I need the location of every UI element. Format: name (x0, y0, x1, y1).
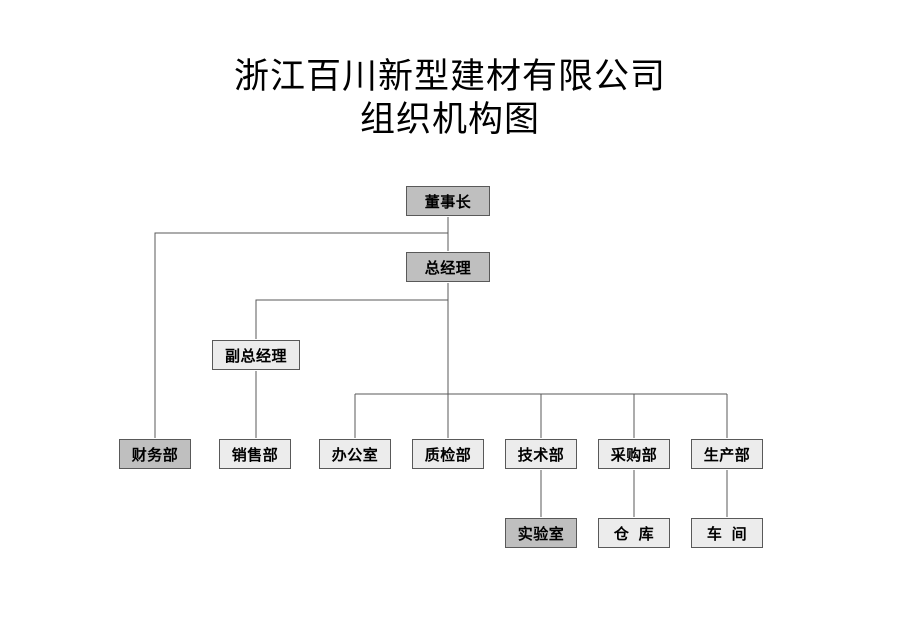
page-title: 浙江百川新型建材有限公司 组织机构图 (0, 56, 900, 141)
node-finance-dept[interactable]: 财务部 (118, 438, 192, 470)
node-general-manager[interactable]: 总经理 (405, 251, 491, 283)
node-warehouse[interactable]: 仓 库 (597, 517, 671, 549)
connector-manager-to-deputy (255, 299, 448, 340)
node-office[interactable]: 办公室 (318, 438, 392, 470)
node-purchasing-dept[interactable]: 采购部 (597, 438, 671, 470)
node-deputy-manager[interactable]: 副总经理 (211, 339, 301, 371)
node-laboratory[interactable]: 实验室 (504, 517, 578, 549)
node-chairman[interactable]: 董事长 (405, 185, 491, 217)
node-qc-dept[interactable]: 质检部 (411, 438, 485, 470)
node-production-dept[interactable]: 生产部 (690, 438, 764, 470)
node-workshop[interactable]: 车 间 (690, 517, 764, 549)
connector-chairman-to-finance (154, 232, 448, 439)
title-line-company: 浙江百川新型建材有限公司 (233, 57, 666, 96)
node-sales-dept[interactable]: 销售部 (218, 438, 292, 470)
title-line-subtitle: 组织机构图 (359, 99, 540, 139)
node-tech-dept[interactable]: 技术部 (504, 438, 578, 470)
